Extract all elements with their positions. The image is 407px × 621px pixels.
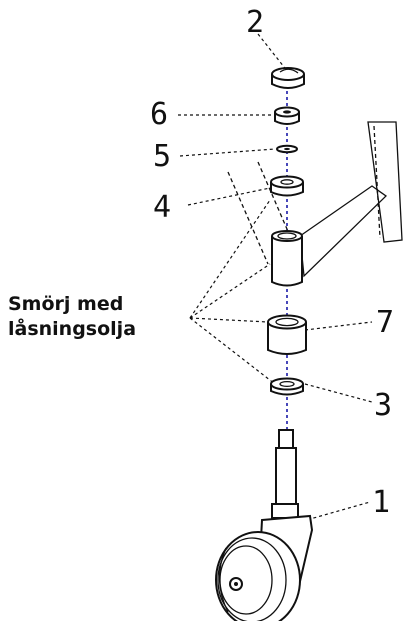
part-2-top-cap: [271, 67, 305, 89]
part-4-top-bushing: [270, 175, 304, 197]
label-3: 3: [374, 388, 392, 423]
leader-7: [304, 321, 373, 331]
leader-3: [304, 383, 373, 403]
part-1-caster-wheel: [215, 429, 314, 621]
leader-2: [257, 33, 289, 73]
label-2: 2: [246, 5, 264, 40]
lubricate-note-line2: låsningsolja: [8, 318, 137, 340]
lubricate-leader-fan: [189, 199, 276, 385]
frame-swing-arm: [227, 121, 403, 278]
part-steering-tube: [271, 230, 303, 287]
label-7: 7: [376, 305, 394, 340]
part-3-bottom-washer: [270, 377, 304, 396]
label-4: 4: [153, 190, 171, 225]
part-5-small-washer: [276, 144, 298, 154]
label-5: 5: [153, 139, 171, 174]
lubricate-note: Smörj med låsningsolja: [8, 292, 198, 342]
part-6-nut: [274, 106, 300, 125]
leader-4: [187, 187, 271, 206]
leader-5: [179, 148, 276, 157]
label-1: 1: [372, 485, 390, 520]
part-7-lower-bushing: [267, 314, 307, 355]
label-6: 6: [150, 97, 168, 132]
lubricate-note-line1: Smörj med: [8, 293, 124, 315]
